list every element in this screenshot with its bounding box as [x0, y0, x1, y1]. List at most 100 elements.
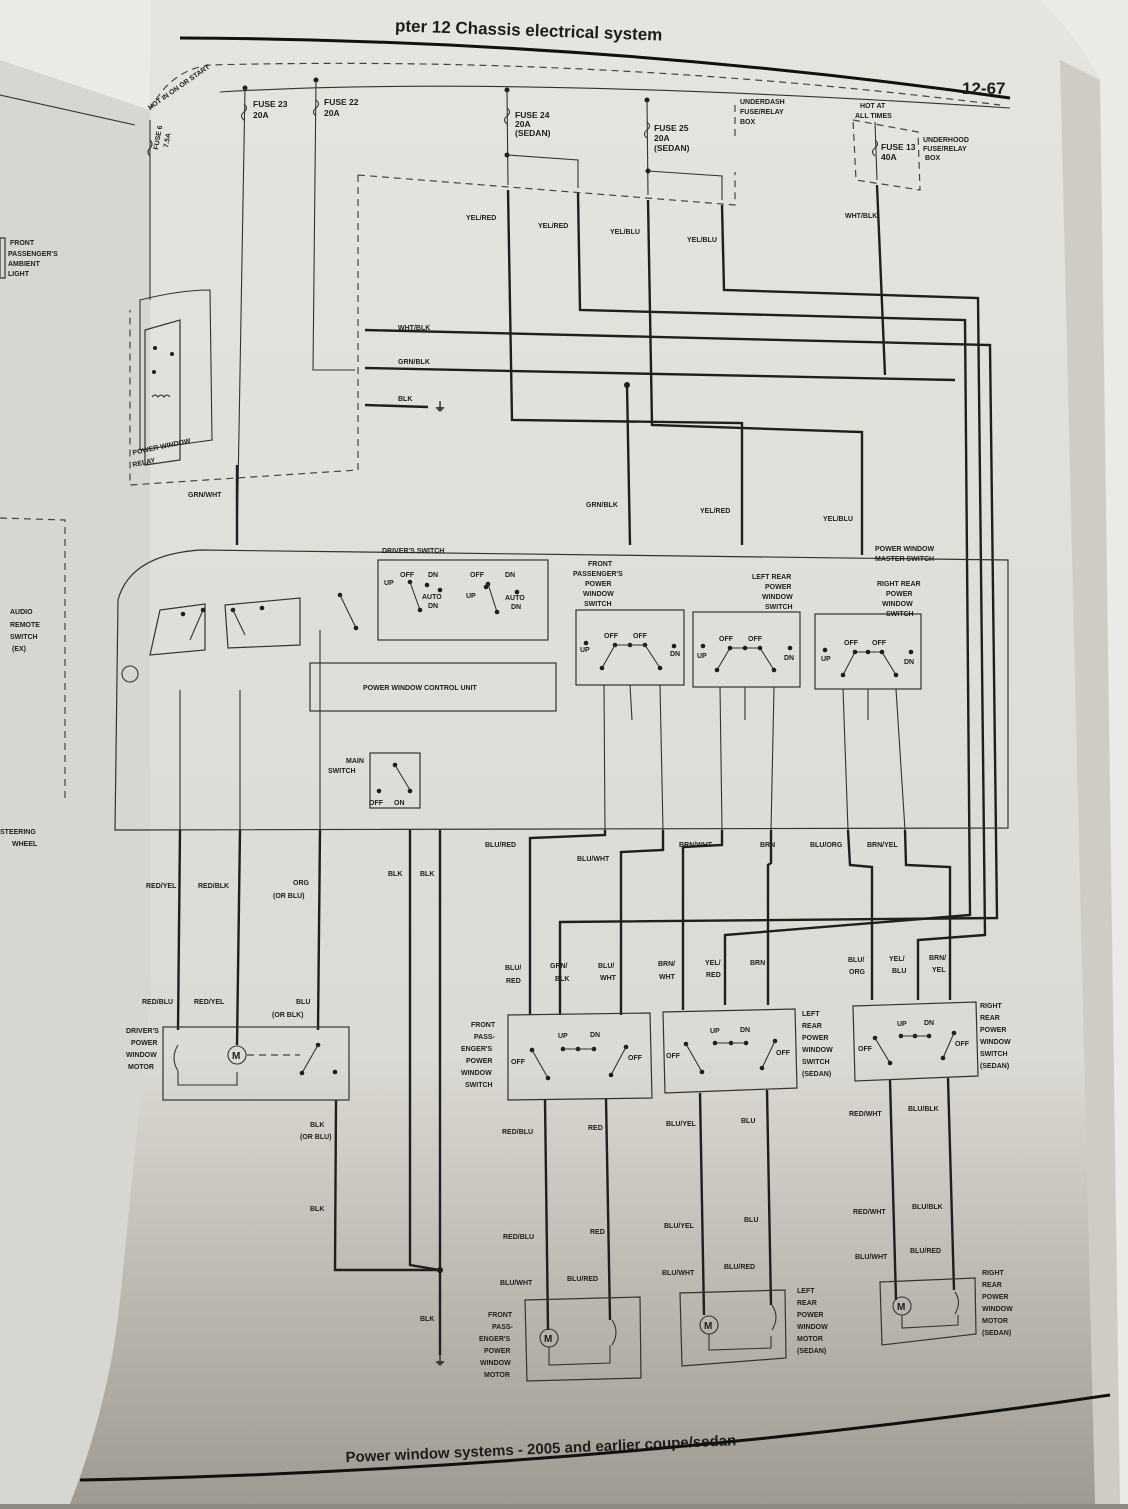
dn-label: DN: [511, 604, 521, 611]
up-label: UP: [384, 580, 394, 587]
left-rear-door-switch: [662, 1008, 798, 1094]
up-label: UP: [466, 593, 476, 600]
ambient-light-label: FRONT: [10, 240, 35, 247]
dn-label: DN: [670, 651, 680, 658]
wire-label: BLU/YEL: [664, 1223, 695, 1230]
wire-label: GRN/: [550, 963, 568, 970]
audio-remote-label: AUDIO: [10, 609, 33, 616]
fuse-13-rating: 40A: [881, 152, 897, 162]
ambient-light-label: AMBIENT: [8, 261, 41, 268]
ground-icon: ⏚: [434, 1354, 446, 1368]
driver-motor-label: MOTOR: [128, 1064, 154, 1071]
wire-label: BLU/WHT: [855, 1254, 888, 1261]
fp-switch-label: POWER: [585, 581, 611, 588]
off-label: OFF: [872, 640, 887, 647]
wire-label: YEL/: [705, 960, 721, 967]
drivers-switch: [377, 559, 549, 641]
ambient-light-box: [0, 237, 6, 279]
underhood-box: [852, 119, 921, 191]
fuse22-wire: [312, 79, 355, 371]
left-rear-master-subswitch: [692, 611, 801, 688]
wire-label: RED/YEL: [146, 883, 177, 890]
underhood-label: BOX: [925, 155, 941, 162]
lr-motor-label: REAR: [797, 1300, 817, 1307]
wire-label: BLK: [310, 1206, 324, 1213]
wire-label: YEL/RED: [538, 223, 568, 230]
lr-door-switch-label: (SEDAN): [802, 1071, 831, 1078]
fuse-23-name: FUSE 23: [253, 99, 288, 109]
auto-label: AUTO: [422, 594, 442, 601]
wire-label: RED/YEL: [194, 999, 225, 1006]
ground-icon: ⏚: [434, 400, 446, 414]
lr-motor-label: LEFT: [797, 1288, 815, 1295]
audio-remote-label: SWITCH: [10, 634, 38, 641]
wire-labels: YEL/RED YEL/RED YEL/BLU YEL/BLU WHT/BLK …: [142, 213, 946, 1323]
wire-label: BLU/RED: [567, 1276, 598, 1283]
rr-motor-label: MOTOR: [982, 1318, 1008, 1325]
off-label: OFF: [628, 1055, 643, 1062]
wire-label: WHT/BLK: [845, 213, 877, 220]
main-switch-label: MAIN: [346, 758, 364, 765]
wire-label: GRN/BLK: [586, 502, 618, 509]
wire-label: BRN/: [658, 961, 675, 968]
fuse-13-name: FUSE 13: [881, 142, 916, 152]
fuse-22-rating: 20A: [324, 108, 340, 118]
wire-label: RED: [590, 1229, 605, 1236]
fuse-23-icon: [240, 103, 248, 121]
wire-label: RED: [588, 1125, 603, 1132]
relay-label: RELAY: [132, 457, 156, 469]
fuse25-branch: [647, 170, 723, 200]
main-switch-contact: [376, 788, 382, 794]
audio-remote-label: REMOTE: [10, 622, 40, 629]
wire-label: BLU: [741, 1118, 755, 1125]
harness-wires: [176, 184, 999, 1355]
rr-switch-label: RIGHT REAR: [877, 581, 921, 588]
wire-label: BLU/: [598, 963, 614, 970]
up-label: UP: [697, 653, 707, 660]
power-window-master-switch: [114, 549, 1009, 831]
lr-motor-label: POWER: [797, 1312, 823, 1319]
lr-switch-label: SWITCH: [765, 604, 793, 611]
fuse-25-rating: 20A: [654, 133, 670, 143]
right-rear-door-switch: [852, 1001, 979, 1082]
wire-label: BLU/: [505, 965, 521, 972]
wire-label: RED/BLU: [142, 999, 173, 1006]
wire-label: BRN: [760, 842, 775, 849]
junction-dot: [437, 1267, 443, 1273]
fp-switch-label: WINDOW: [583, 591, 614, 598]
wire-label: YEL/RED: [700, 508, 730, 515]
off-label: OFF: [604, 633, 619, 640]
fp-switch-label: SWITCH: [584, 601, 612, 608]
wire-label: BLU/WHT: [577, 856, 610, 863]
dn-label: DN: [784, 655, 794, 662]
wire-label: BLK: [420, 1316, 434, 1323]
rr-motor-label: POWER: [982, 1294, 1008, 1301]
rr-door-switch-label: RIGHT: [980, 1003, 1003, 1010]
wire-label: GRN/WHT: [188, 492, 222, 499]
off-label: OFF: [844, 640, 859, 647]
fuse-6-icon: [147, 139, 153, 157]
dn-label: DN: [505, 572, 515, 579]
fp-motor-label: POWER: [484, 1348, 510, 1355]
fp-switch-label: FRONT: [588, 561, 613, 568]
right-page: [70, 0, 1110, 1504]
lr-motor-label: MOTOR: [797, 1336, 823, 1343]
underdash-label: BOX: [740, 119, 756, 126]
fp-door-switch-label: FRONT: [471, 1022, 496, 1029]
wire-label: ORG: [849, 969, 866, 976]
control-unit-label: POWER WINDOW CONTROL UNIT: [363, 685, 478, 692]
fuse-13-icon: [871, 139, 879, 157]
wire-label: RED/BLK: [198, 883, 229, 890]
fp-door-switch-label: PASS-: [474, 1034, 496, 1041]
rr-motor-label: RIGHT: [982, 1270, 1005, 1277]
driver-motor-label: DRIVER'S: [126, 1028, 159, 1035]
main-switch: [369, 752, 421, 809]
fuse-24-rating: 20A: [515, 119, 531, 129]
steering-wheel-label: WHEEL: [12, 841, 38, 848]
wire-label: BLU/WHT: [662, 1270, 695, 1277]
lr-motor-label: WINDOW: [797, 1324, 828, 1331]
switch-contact: [332, 1069, 338, 1075]
wire-label: (OR BLK): [272, 1012, 304, 1019]
wire-label: WHT/BLK: [398, 325, 430, 332]
